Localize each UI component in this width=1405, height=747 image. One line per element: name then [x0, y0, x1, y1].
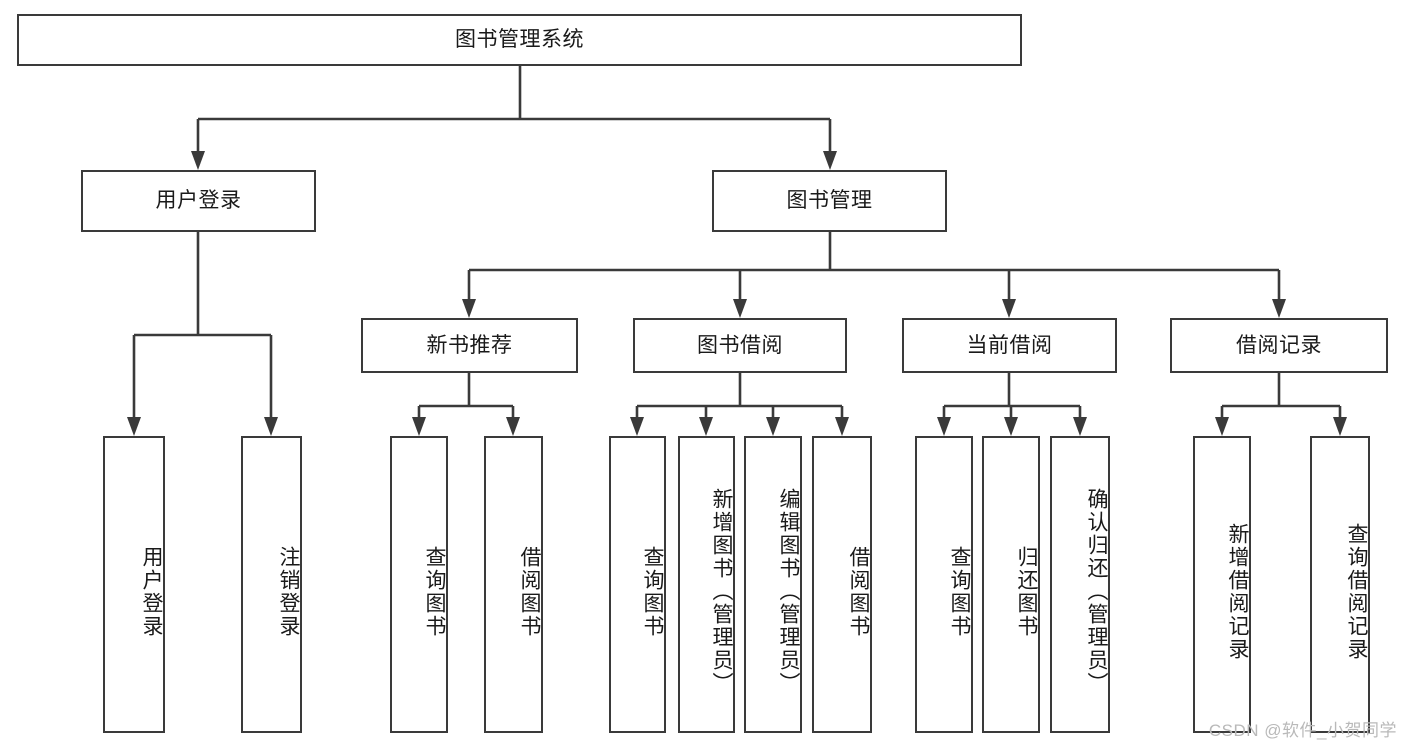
- leaf-box-0[interactable]: 用户登录: [103, 436, 165, 733]
- leaf-label-7: 借阅图书: [847, 545, 870, 638]
- leaf-label-2: 查询图书: [423, 545, 446, 638]
- leaf-box-1[interactable]: 注销登录: [241, 436, 302, 733]
- new-book-to-leaves-arrow-0: [412, 417, 426, 436]
- leaf-label-6: 编辑图书（管理员）: [777, 488, 800, 695]
- user-login-to-leaves-arrow-0: [127, 417, 141, 436]
- borrow-to-leaves-arrow-0: [630, 417, 644, 436]
- current-borrow-to-leaves-arrow-2: [1073, 417, 1087, 436]
- leaf-box-9[interactable]: 归还图书: [982, 436, 1040, 733]
- leaf-box-8[interactable]: 查询图书: [915, 436, 973, 733]
- leaf-box-4[interactable]: 查询图书: [609, 436, 666, 733]
- root-to-level2-arrow-1: [823, 151, 837, 170]
- level3-box-3[interactable]: 借阅记录: [1170, 318, 1388, 373]
- user-login-to-leaves-arrow-1: [264, 417, 278, 436]
- leaf-box-11[interactable]: 新增借阅记录: [1193, 436, 1251, 733]
- borrow-to-leaves-arrow-3: [835, 417, 849, 436]
- borrow-to-leaves-arrow-1: [699, 417, 713, 436]
- level3-box-2[interactable]: 当前借阅: [902, 318, 1117, 373]
- leaf-label-8: 查询图书: [948, 545, 971, 638]
- level2-box-0[interactable]: 用户登录: [81, 170, 316, 232]
- leaf-box-7[interactable]: 借阅图书: [812, 436, 872, 733]
- leaf-label-4: 查询图书: [641, 545, 664, 638]
- leaf-box-6[interactable]: 编辑图书（管理员）: [744, 436, 802, 733]
- level2-box-1[interactable]: 图书管理: [712, 170, 947, 232]
- root-label-0: 图书管理系统: [455, 28, 584, 52]
- leaf-label-9: 归还图书: [1015, 545, 1038, 638]
- level2-label-1: 图书管理: [786, 189, 873, 213]
- book-manage-to-level3-arrow-0: [462, 299, 476, 318]
- book-manage-to-level3-arrow-1: [733, 299, 747, 318]
- level3-label-3: 借阅记录: [1236, 333, 1322, 357]
- leaf-label-1: 注销登录: [277, 545, 300, 638]
- level3-box-0[interactable]: 新书推荐: [361, 318, 578, 373]
- leaf-label-5: 新增图书（管理员）: [710, 488, 733, 695]
- level3-box-1[interactable]: 图书借阅: [633, 318, 847, 373]
- leaf-label-3: 借阅图书: [518, 545, 541, 638]
- new-book-to-leaves-arrow-1: [506, 417, 520, 436]
- leaf-box-12[interactable]: 查询借阅记录: [1310, 436, 1370, 733]
- leaf-box-2[interactable]: 查询图书: [390, 436, 448, 733]
- leaf-label-0: 用户登录: [140, 545, 163, 638]
- borrow-to-leaves-arrow-2: [766, 417, 780, 436]
- root-box-0[interactable]: 图书管理系统: [17, 14, 1022, 66]
- leaf-box-5[interactable]: 新增图书（管理员）: [678, 436, 735, 733]
- current-borrow-to-leaves-arrow-0: [937, 417, 951, 436]
- book-manage-to-level3-arrow-2: [1002, 299, 1016, 318]
- level3-label-2: 当前借阅: [966, 333, 1053, 357]
- current-borrow-to-leaves-arrow-1: [1004, 417, 1018, 436]
- watermark-text: CSDN @软件_小贺同学: [1208, 721, 1397, 740]
- book-manage-to-level3-arrow-3: [1272, 299, 1286, 318]
- level2-label-0: 用户登录: [155, 189, 242, 213]
- leaf-label-12: 查询借阅记录: [1345, 522, 1368, 661]
- level3-label-0: 新书推荐: [426, 333, 513, 357]
- borrow-record-to-leaves-arrow-0: [1215, 417, 1229, 436]
- leaf-label-10: 确认归还（管理员）: [1085, 488, 1108, 695]
- level3-label-1: 图书借阅: [697, 333, 783, 357]
- leaf-box-3[interactable]: 借阅图书: [484, 436, 543, 733]
- leaf-label-11: 新增借阅记录: [1226, 522, 1249, 661]
- borrow-record-to-leaves-arrow-1: [1333, 417, 1347, 436]
- leaf-box-10[interactable]: 确认归还（管理员）: [1050, 436, 1110, 733]
- root-to-level2-arrow-0: [191, 151, 205, 170]
